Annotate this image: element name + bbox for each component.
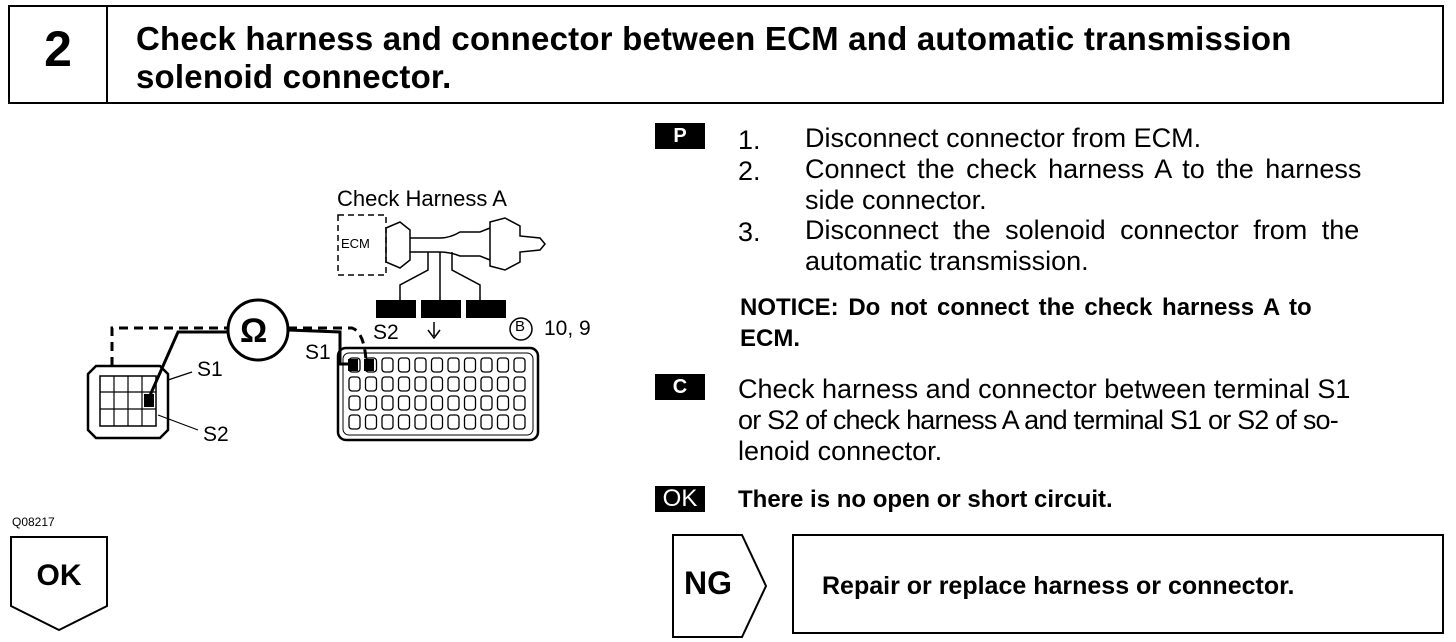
- solenoid-s2-label: S2: [203, 423, 229, 446]
- connector-pin: [447, 395, 460, 411]
- connector-pin: [397, 376, 411, 392]
- connector-pin: [381, 357, 394, 373]
- step-3-number: 3.: [738, 217, 761, 247]
- step-title-line2: solenoid connector.: [136, 58, 452, 95]
- connector-pin: [480, 414, 493, 430]
- notice-line1: NOTICE: Do not connect the check harness…: [740, 294, 1312, 321]
- connector-pin: [513, 357, 526, 373]
- connector-pin: [463, 395, 477, 411]
- step-2-text-line2: side connector.: [805, 185, 987, 215]
- connector-pin: [496, 357, 510, 373]
- connector-pin: [463, 414, 477, 430]
- step-2-text-line1: Connect the check harness A to the harne…: [805, 154, 1362, 184]
- solenoid-s1-label: S1: [197, 358, 223, 381]
- ok-label[interactable]: OK: [36, 559, 82, 592]
- step-3-text-line2: automatic transmission.: [805, 246, 1089, 276]
- connector-pin: [414, 414, 427, 430]
- connector-pin: [447, 376, 460, 392]
- check-text-line2: or S2 of check harness A and terminal S1…: [738, 405, 1339, 435]
- step-number: 2: [44, 21, 72, 77]
- connector-pin: [348, 395, 361, 411]
- connector-pin: [480, 357, 493, 373]
- procedure-badge: P: [655, 123, 705, 149]
- check-harness-label: Check Harness A: [337, 186, 507, 211]
- ng-action-text: Repair or replace harness or connector.: [822, 572, 1295, 600]
- notice-line2: ECM.: [740, 325, 800, 352]
- step-1-number: 1.: [738, 125, 761, 155]
- step-number-cell: [8, 5, 108, 104]
- figure-code: Q08217: [12, 515, 55, 529]
- connector-pin: [430, 376, 444, 392]
- connector-pin: [364, 376, 378, 392]
- connector-pin: [414, 395, 427, 411]
- connector-pin: [513, 395, 526, 411]
- step-1-text: Disconnect connector from ECM.: [805, 123, 1202, 153]
- pin-numbers-label: 10, 9: [544, 317, 591, 340]
- connector-b-circle: [509, 317, 533, 341]
- connector-pin: [463, 376, 477, 392]
- connector-pin: [397, 395, 411, 411]
- step-3-text-line1: Disconnect the solenoid connector from t…: [805, 215, 1360, 245]
- step-2-number: 2.: [738, 156, 761, 186]
- step-header-box: [8, 5, 1444, 104]
- check-text-line3: lenoid connector.: [738, 436, 943, 466]
- connector-pin: [381, 395, 394, 411]
- connector-pin: [364, 414, 378, 430]
- check-badge: C: [655, 374, 705, 400]
- ok-result-badge: OK: [655, 486, 705, 512]
- ng-label[interactable]: NG: [684, 565, 732, 601]
- connector-pin: [480, 376, 493, 392]
- ng-arrow-box[interactable]: [672, 534, 768, 638]
- connector-pin: [447, 357, 460, 373]
- check-harness-illustration: [337, 214, 546, 340]
- harness-s2-label: S2: [373, 321, 399, 344]
- ecm-connector-illustration: [336, 346, 540, 442]
- solenoid-connector-illustration: [86, 364, 199, 440]
- connector-pin: [430, 414, 444, 430]
- connector-pin: [348, 414, 361, 430]
- ok-arrow-box[interactable]: [10, 536, 110, 632]
- ok-result-text: There is no open or short circuit.: [738, 486, 1113, 513]
- connector-pin: [480, 395, 493, 411]
- connector-pin: [397, 357, 411, 373]
- connector-pin: [447, 414, 460, 430]
- wiring-diagram: [86, 214, 546, 442]
- connector-pin: [381, 414, 394, 430]
- connector-pin: [348, 376, 361, 392]
- check-text-line1: Check harness and connector between term…: [738, 374, 1351, 404]
- connector-pin: [414, 376, 427, 392]
- connector-pin: [397, 414, 411, 430]
- harness-s1-label: S1: [305, 341, 331, 364]
- connector-pin: [414, 357, 427, 373]
- step-title-line1: Check harness and connector between ECM …: [136, 20, 1292, 57]
- connector-pin: [430, 395, 444, 411]
- connector-pin: [513, 414, 526, 430]
- connector-b-letter: B: [515, 318, 526, 335]
- connector-pin: [513, 376, 526, 392]
- connector-pin: [496, 414, 510, 430]
- connector-pin: [496, 395, 510, 411]
- connector-pin: [381, 376, 394, 392]
- ohmmeter-circuit: [110, 298, 374, 401]
- connector-pin: [364, 395, 378, 411]
- ohm-symbol: Ω: [240, 312, 268, 350]
- ecm-label: ECM: [341, 236, 370, 251]
- connector-pin: [496, 376, 510, 392]
- connector-pin: [463, 357, 477, 373]
- ng-action-box: [792, 534, 1444, 634]
- connector-pin: [430, 357, 444, 373]
